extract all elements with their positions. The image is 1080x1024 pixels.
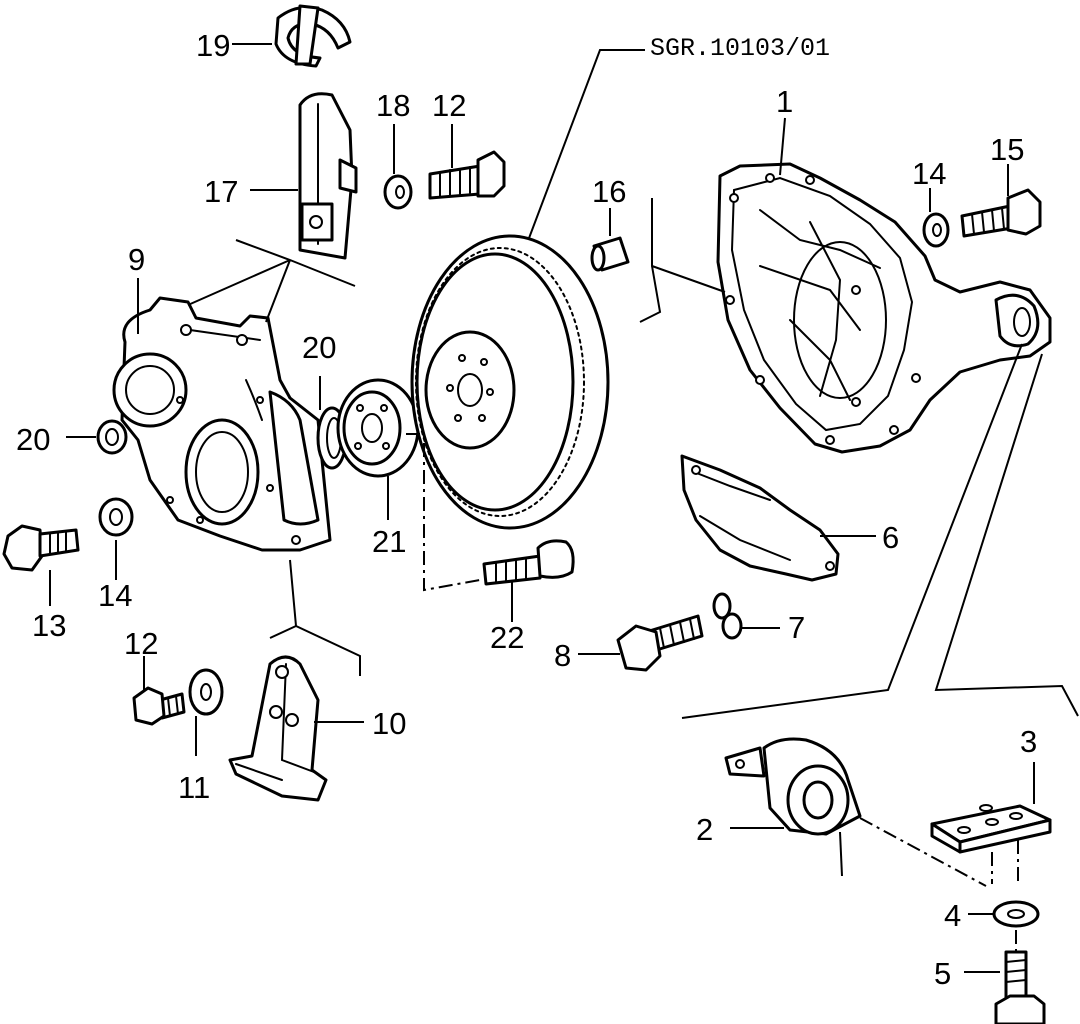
callout-labels: 19 17 18 12 9 20 20 21 14 13 16 22 1 14 … xyxy=(16,28,1037,991)
part-11-washer xyxy=(188,668,224,716)
callout-10: 10 xyxy=(372,706,406,741)
part-8-bolt xyxy=(616,614,704,672)
callout-12-top: 12 xyxy=(432,88,466,123)
flywheel xyxy=(410,234,610,530)
callout-20-right: 20 xyxy=(302,330,336,365)
part-3-mount-plate xyxy=(930,804,1052,854)
part-9-end-plate xyxy=(112,296,332,552)
part-12-bolt-bottom xyxy=(132,686,186,726)
part-5-bolt xyxy=(994,950,1046,1024)
detail-view-frame xyxy=(681,343,1079,719)
callout-5: 5 xyxy=(934,956,951,991)
callout-11: 11 xyxy=(178,770,210,805)
part-19-hose-clip xyxy=(274,4,352,68)
part-22-bolt xyxy=(482,539,575,586)
callout-3: 3 xyxy=(1020,724,1037,759)
reference-leader xyxy=(519,49,645,263)
part-15-bolt xyxy=(960,188,1042,238)
callout-16: 16 xyxy=(592,174,626,209)
callout-19: 19 xyxy=(196,28,230,63)
part-6-cover-plate xyxy=(680,454,840,582)
part-7-lock-washer xyxy=(712,592,743,640)
callout-4: 4 xyxy=(944,898,961,933)
callout-12-bottom: 12 xyxy=(124,626,158,661)
callout-1: 1 xyxy=(776,84,793,119)
part-2-rubber-mount xyxy=(724,737,862,836)
callout-13: 13 xyxy=(32,608,66,643)
callout-17: 17 xyxy=(204,174,238,209)
part-4-washer xyxy=(992,900,1040,928)
part-18-washer xyxy=(383,174,413,210)
part-10-mount-bracket xyxy=(228,655,328,802)
callout-2: 2 xyxy=(696,812,713,847)
callout-21: 21 xyxy=(372,524,406,559)
part-20-seal-left xyxy=(96,419,128,455)
part-21-pulley xyxy=(336,378,420,478)
callout-9: 9 xyxy=(128,242,145,277)
callout-14-right: 14 xyxy=(912,156,946,191)
callout-6: 6 xyxy=(882,520,899,555)
reference-code: SGR.10103/01 xyxy=(650,34,830,63)
part-14-washer-right xyxy=(922,212,950,248)
callout-20-left: 20 xyxy=(16,422,50,457)
part-16-dowel xyxy=(590,236,630,272)
part-12-bolt-top xyxy=(428,150,506,200)
callout-7: 7 xyxy=(788,610,805,645)
part-14-washer-left xyxy=(98,497,134,537)
callout-8: 8 xyxy=(554,638,571,673)
part-1-clutch-housing xyxy=(716,162,1052,454)
callout-18: 18 xyxy=(376,88,410,123)
part-13-bolt xyxy=(2,524,80,572)
callout-15: 15 xyxy=(990,132,1024,167)
callout-22: 22 xyxy=(490,620,524,655)
callout-14-left: 14 xyxy=(98,578,132,613)
part-17-bracket xyxy=(298,92,358,260)
